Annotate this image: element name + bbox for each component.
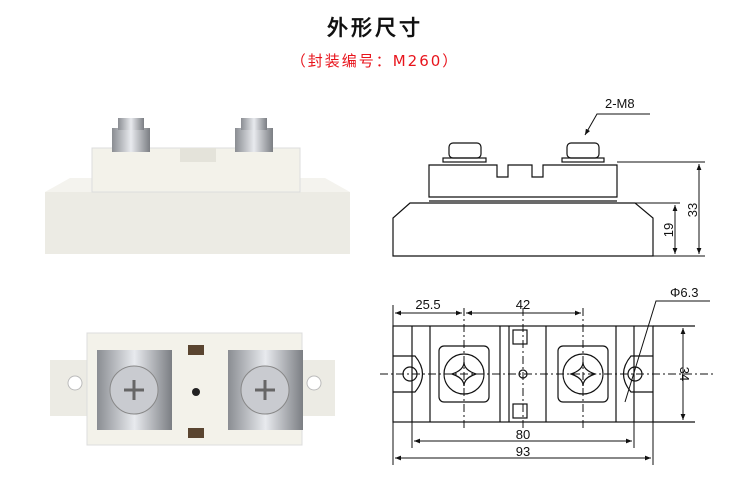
page-title: 外形尺寸 [327,16,423,40]
product-photo-top [50,332,335,446]
length-label: 93 [516,444,530,459]
height-total-label: 33 [685,203,700,217]
product-photo-side [45,118,350,254]
hole-diameter-label: Φ6.3 [670,285,698,300]
package-code: （封装编号：M260） [290,52,460,70]
height-base-label: 19 [661,223,676,237]
hole-spacing-label: 80 [516,427,530,442]
top-view-drawing [380,300,715,465]
width-label: 34 [677,367,692,381]
side-view-drawing [392,113,705,257]
thread-label: 2-M8 [605,96,635,111]
dim-center-label: 42 [516,297,530,312]
dim-left-label: 25.5 [415,297,440,312]
